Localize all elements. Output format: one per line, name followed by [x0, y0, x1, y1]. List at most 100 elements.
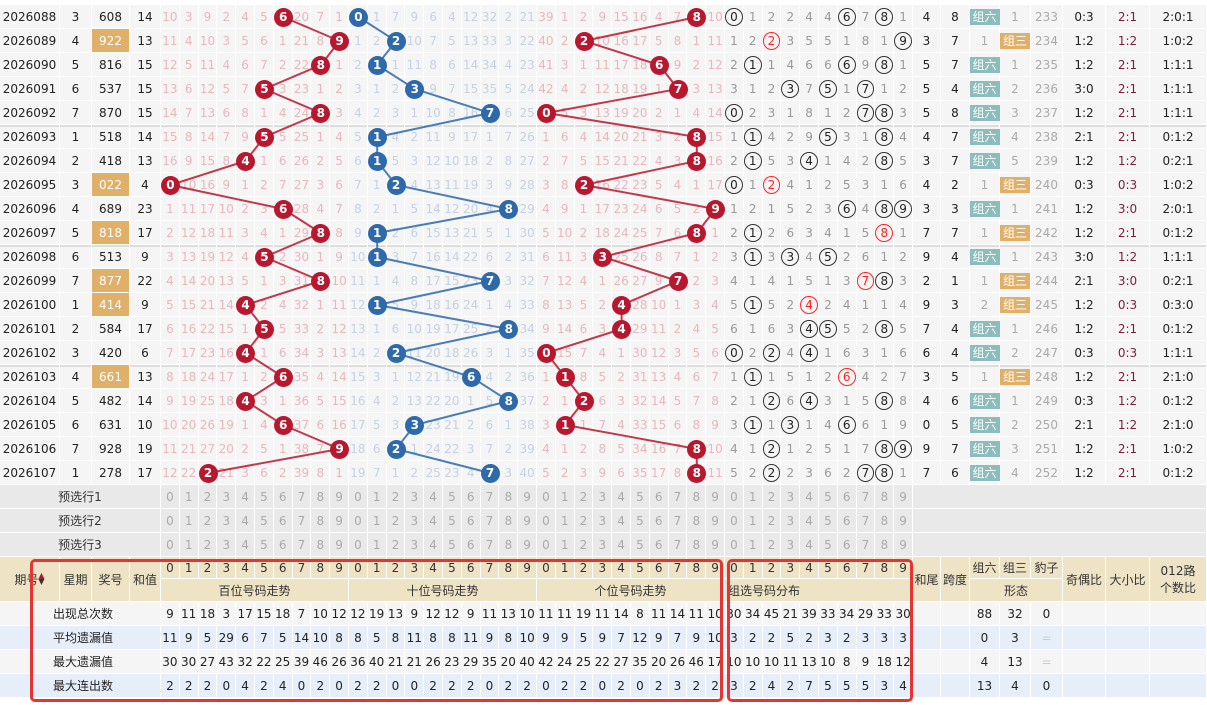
miss-value-cell: 12	[217, 245, 237, 269]
group-distribution-cell: 6	[837, 53, 857, 77]
weekday-cell: 2	[60, 149, 92, 173]
group-distribution-cell: 1	[837, 29, 857, 53]
miss-value-cell: 4	[236, 5, 255, 29]
miss-value-cell: 9	[499, 173, 519, 197]
big-small-ratio-cell: 1:2	[1106, 149, 1150, 173]
miss-value-cell: 33	[480, 29, 500, 53]
miss-value-cell: 11	[593, 53, 613, 77]
miss-value-cell: 7	[330, 197, 349, 221]
miss-value-cell: 1	[480, 293, 500, 317]
group-distribution-cell: 1	[894, 221, 913, 245]
group-distribution-cell: 1	[743, 125, 763, 149]
group-distribution-cell: 2	[762, 173, 782, 197]
group-three-header: 组三	[1000, 557, 1031, 579]
miss-value-cell: 1	[367, 173, 387, 197]
group-distribution-cell: 4	[837, 293, 857, 317]
miss-value-cell: 1	[349, 29, 368, 53]
miss-value-cell: 16	[161, 149, 180, 173]
group-distribution-cell: 0	[725, 173, 744, 197]
odd-even-ratio-cell: 0:3	[1063, 5, 1106, 29]
miss-value-cell: 1	[499, 221, 519, 245]
period-cell: 2026096	[0, 197, 60, 221]
miss-value-cell: 32	[518, 269, 537, 293]
group-distribution-cell: 4	[894, 293, 913, 317]
miss-value-cell: 16	[706, 149, 725, 173]
group-digit-circle: 1	[743, 55, 762, 74]
drawn-digit-ball: 5	[254, 79, 274, 99]
group-distribution-cell: 2	[762, 29, 782, 53]
drawn-digit-ball: 2	[386, 439, 406, 459]
group-digit-circle: 3	[781, 79, 800, 98]
trend-line-t	[357, 16, 512, 474]
weekday-cell: 4	[60, 197, 92, 221]
group-digit-circle: 9	[894, 199, 912, 218]
miss-value-cell: 4	[386, 125, 406, 149]
miss-value-cell: 17	[631, 29, 650, 53]
miss-value-cell: 3	[499, 29, 519, 53]
miss-value-cell: 12	[424, 149, 443, 173]
miss-value-cell: 15	[443, 269, 462, 293]
miss-value-cell: 27	[631, 269, 650, 293]
miss-value-cell: 35	[518, 341, 537, 365]
miss-value-cell: 5	[386, 149, 406, 173]
group-distribution-cell: 6	[837, 5, 857, 29]
miss-value-cell: 5	[405, 197, 425, 221]
table-row	[0, 77, 1207, 101]
table-row	[0, 341, 1207, 365]
miss-value-cell: 26	[461, 341, 481, 365]
sort-arrows-icon[interactable]: ▲▼	[38, 571, 45, 586]
miss-value-cell: 2	[386, 77, 406, 101]
miss-value-cell: 7	[236, 77, 255, 101]
group-distribution-cell: 7	[856, 77, 876, 101]
winning-number-cell: 537	[92, 77, 130, 101]
drawn-digit-ball: 2	[574, 175, 594, 195]
miss-value-cell: 1	[405, 101, 425, 125]
drawn-digit-ball: 1	[367, 127, 387, 147]
group-digit-circle: 2	[762, 31, 781, 50]
weekday-cell: 4	[60, 29, 92, 53]
miss-value-cell: 9	[330, 245, 349, 269]
group-distribution-cell: 9	[856, 53, 876, 77]
drawn-digit-ball: 8	[687, 223, 707, 243]
group-six-cell: 组六	[969, 53, 1000, 77]
miss-value-cell: 5	[273, 317, 293, 341]
drawn-digit-ball: 6	[273, 199, 293, 219]
group-distribution-cell: 8	[875, 101, 895, 125]
group-distribution-cell: 5	[762, 149, 782, 173]
miss-value-cell: 41	[537, 53, 556, 77]
odd-even-ratio-cell: 1:2	[1063, 317, 1106, 341]
miss-value-cell: 9	[668, 53, 688, 77]
miss-value-cell: 6	[555, 125, 575, 149]
miss-value-cell: 22	[198, 317, 218, 341]
weekday-cell: 4	[60, 365, 92, 389]
group-three-cell: 4	[1000, 125, 1031, 149]
drawn-digit-ball: 4	[612, 295, 632, 315]
group-distribution-cell: 1	[743, 293, 763, 317]
group-distribution-cell: 1	[856, 125, 876, 149]
group-distribution-cell: 1	[725, 29, 744, 53]
miss-value-cell: 5	[386, 293, 406, 317]
group-distribution-cell: 2	[762, 5, 782, 29]
miss-value-cell: 9	[555, 197, 575, 221]
miss-value-cell: 2	[367, 101, 387, 125]
miss-value-cell: 21	[461, 221, 481, 245]
group-three-cell: 3	[1000, 101, 1031, 125]
leopard-miss-cell: 245	[1031, 293, 1063, 317]
miss-value-cell: 12	[198, 77, 218, 101]
drawn-digit-ball: 2	[574, 391, 594, 411]
miss-value-cell: 8	[217, 149, 237, 173]
drawn-digit-ball: 0	[536, 343, 556, 363]
period-cell: 2026090	[0, 53, 60, 77]
drawn-digit-ball: 8	[687, 463, 707, 483]
miss-value-cell: 13	[443, 221, 462, 245]
miss-value-cell: 7	[273, 173, 293, 197]
group-distribution-cell: 9	[894, 197, 913, 221]
span-cell: 3	[941, 293, 970, 317]
sum-tail-cell: 4	[913, 173, 941, 197]
big-small-ratio-cell: 3:0	[1106, 269, 1150, 293]
group-digit-circle: 5	[819, 319, 837, 338]
miss-value-cell: 4	[273, 293, 293, 317]
period-cell: 2026097	[0, 221, 60, 245]
period-cell: 2026092	[0, 101, 60, 125]
